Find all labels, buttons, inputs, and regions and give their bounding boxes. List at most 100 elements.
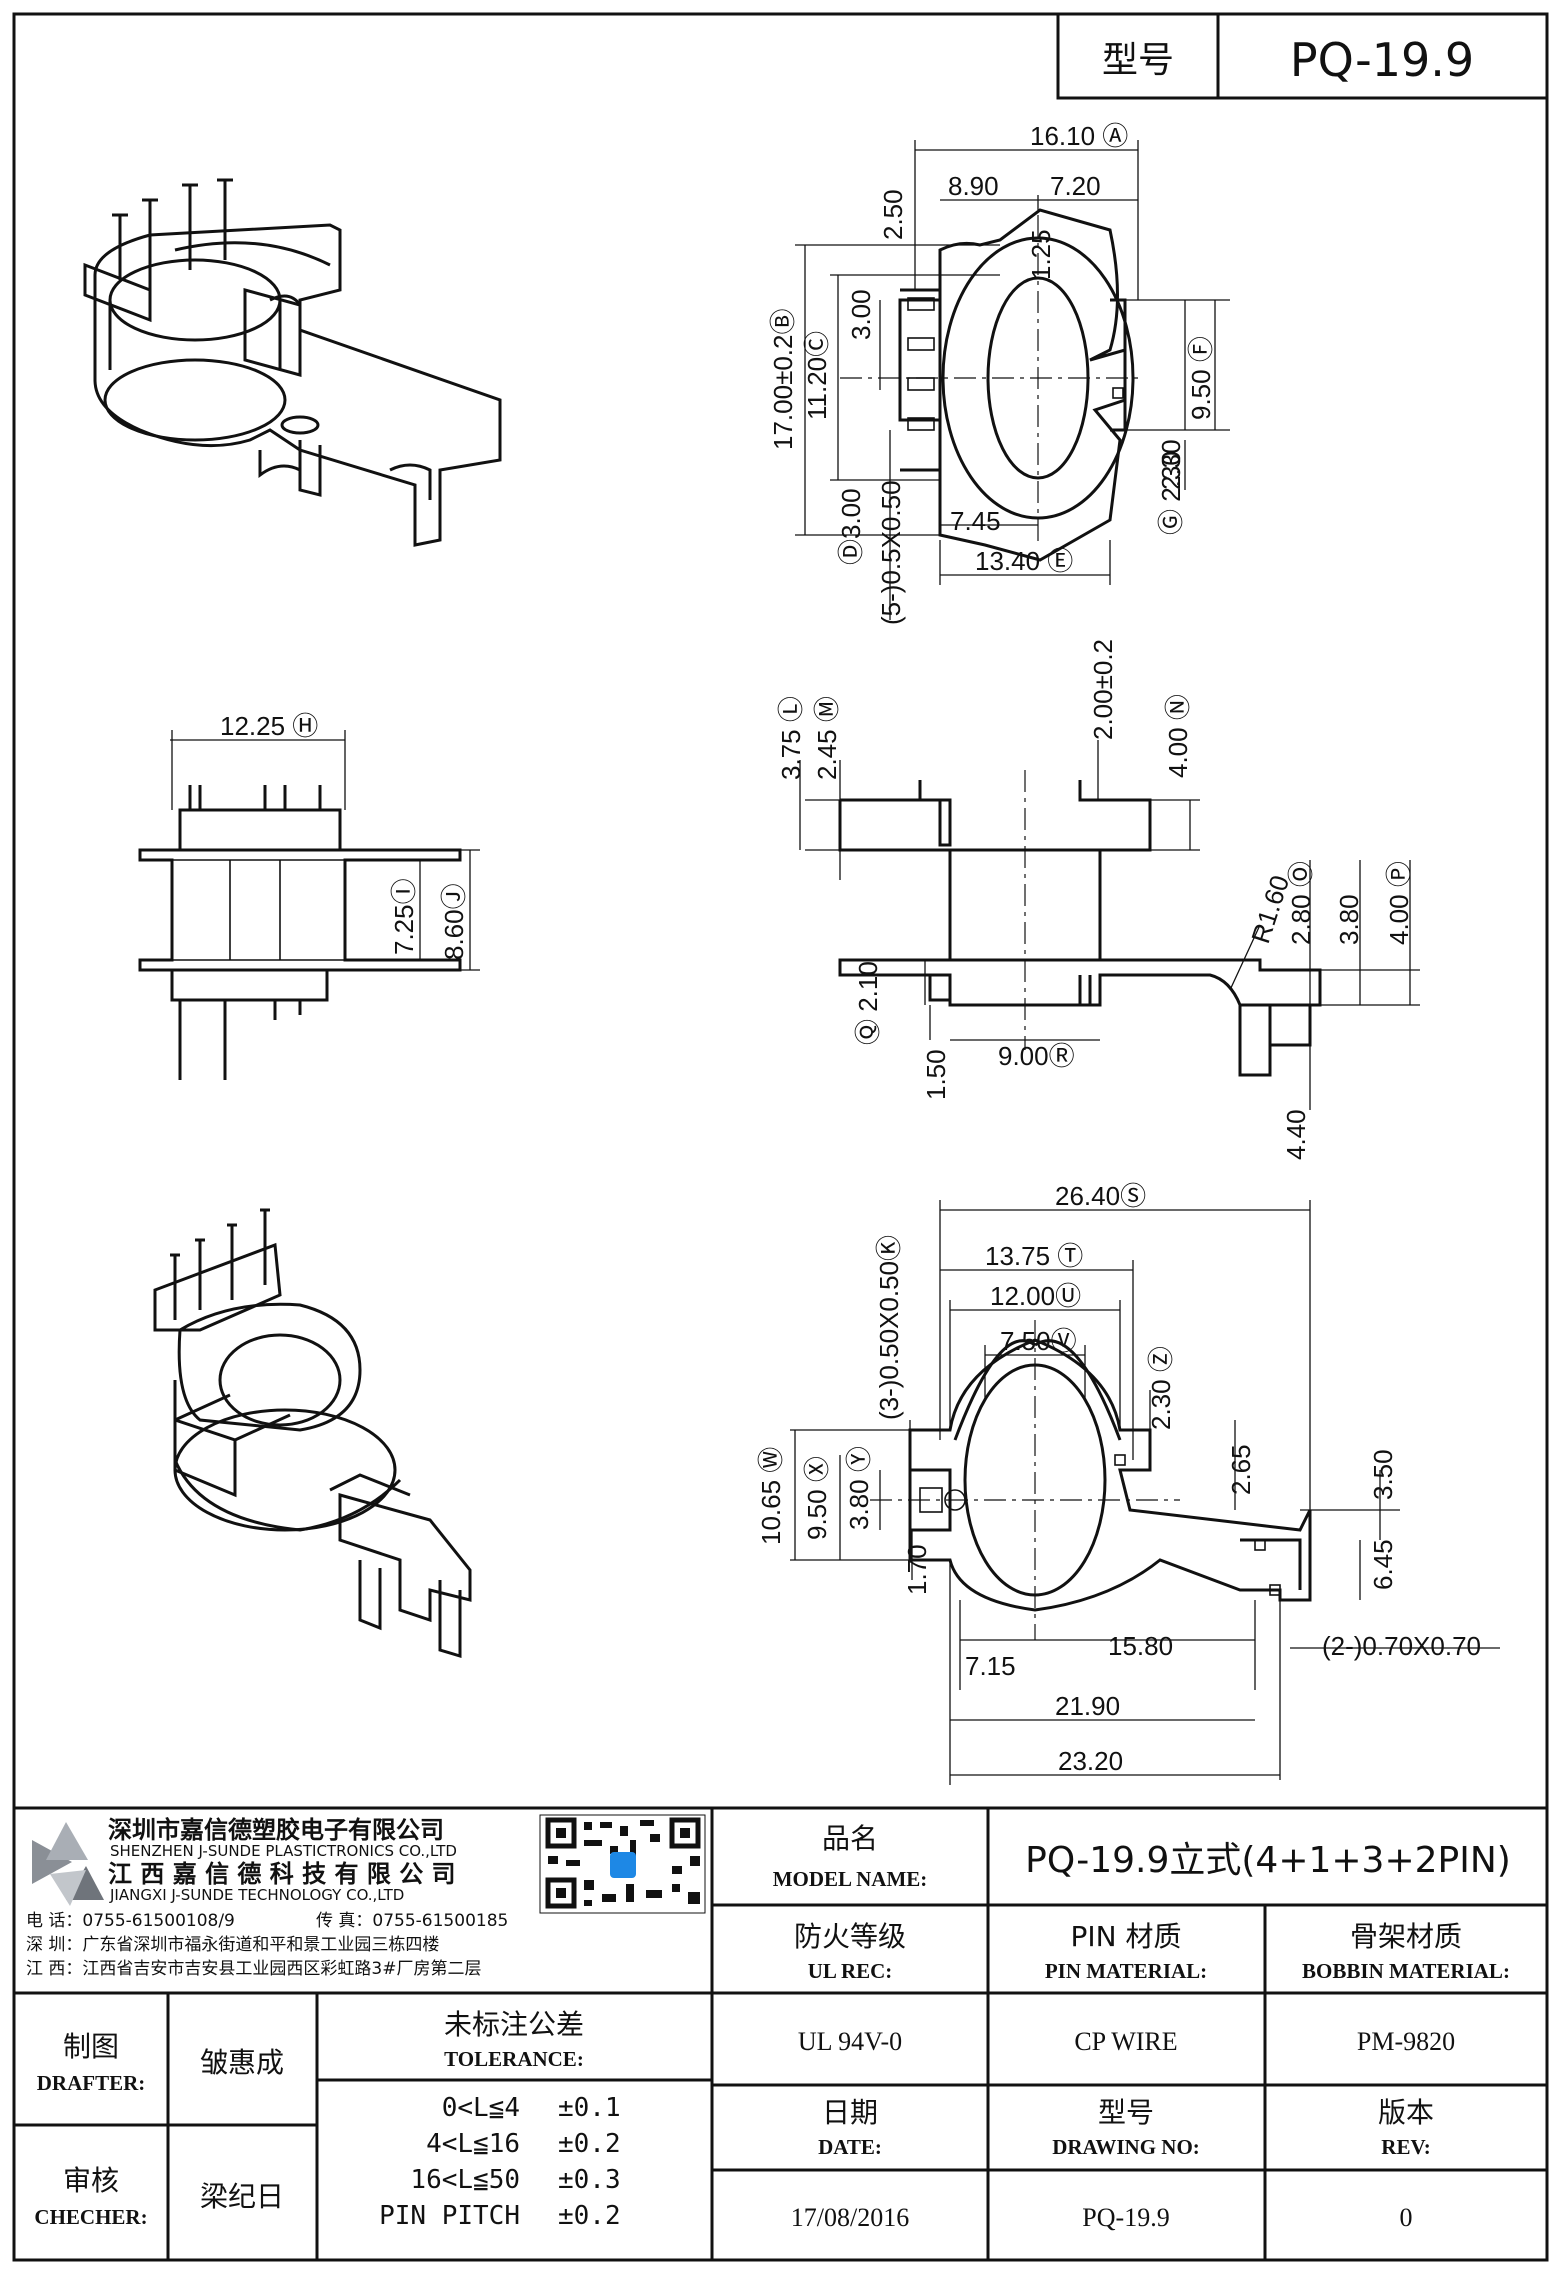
ul-label-cn: 防火等级	[794, 1920, 906, 1953]
dim-8-60: 8.60Ⓙ	[439, 883, 469, 960]
company-name-en: SHENZHEN J-SUNDE PLASTICTRONICS CO.,LTD	[110, 1842, 457, 1860]
sheet-border	[12, 12, 1549, 2262]
tolerance-label-cn: 未标注公差	[444, 2008, 584, 2041]
dim-21-90: 21.90	[1055, 1691, 1120, 1721]
tolerance-range-pin: PIN PITCH	[379, 2201, 520, 2231]
dim-2-30-z: 2.30 Ⓩ	[1146, 1346, 1176, 1430]
ul-value: UL 94V-0	[798, 2027, 902, 2056]
top-view: 16.10 Ⓐ 8.90 7.20 2.50 1.25 17.00±0.2Ⓑ 1…	[768, 121, 1230, 625]
front-view-left: 12.25 Ⓗ 7.25Ⓘ 8.60Ⓙ	[138, 711, 480, 1080]
rev-value: 0	[1400, 2203, 1413, 2232]
dim-1-70: 1.70	[902, 1544, 932, 1595]
iso-view-bottom	[153, 1208, 472, 1659]
dim-pin-size: (5-)0.5X0.50	[876, 480, 906, 625]
iso-view-top	[83, 178, 502, 547]
qr-code	[539, 1814, 706, 1914]
dim-2-30: 2.30	[1156, 439, 1186, 490]
dim-g-2-30: Ⓖ 2.30	[1156, 451, 1186, 535]
dim-12-00: 12.00Ⓤ	[990, 1281, 1081, 1311]
dim-3-50: 3.50	[1368, 1449, 1398, 1500]
dim-pin-2: (2-)0.70X0.70	[1322, 1631, 1481, 1661]
bobbin-material-value: PM-9820	[1357, 2027, 1455, 2056]
title-block: 深圳市嘉信德塑胶电子有限公司 SHENZHEN J-SUNDE PLASTICT…	[14, 1806, 1547, 2260]
dim-2-00: 2.00±0.2	[1088, 639, 1118, 740]
dim-10-65: 10.65 Ⓦ	[756, 1447, 786, 1545]
dim-7-25: 7.25Ⓘ	[389, 878, 419, 955]
dim-9-50-x: 9.50 Ⓧ	[802, 1456, 832, 1540]
dim-26-40: 26.40Ⓢ	[1055, 1181, 1146, 1211]
dim-2-50: 2.50	[878, 189, 908, 240]
dim-7-20: 7.20	[1050, 171, 1101, 201]
tolerance-value-pin: ±0.2	[558, 2201, 621, 2231]
dim-2-65: 2.65	[1226, 1444, 1256, 1495]
tolerance-label-en: TOLERANCE:	[444, 2047, 584, 2071]
dim-3-75: 3.75 Ⓛ	[776, 696, 806, 780]
dim-1-50: 1.50	[921, 1049, 951, 1100]
dim-7-45: 7.45	[950, 506, 1001, 536]
dim-9-00: 9.00Ⓡ	[998, 1041, 1075, 1071]
dim-1-25: 1.25	[1026, 229, 1056, 280]
tolerance-range-1: 0<L≦4	[442, 2093, 520, 2123]
model-name-label-en: MODEL NAME:	[773, 1867, 928, 1891]
dim-4-40: 4.40	[1281, 1109, 1311, 1160]
dim-2-45: 2.45 Ⓜ	[812, 696, 842, 780]
bobbin-material-label-cn: 骨架材质	[1350, 1920, 1462, 1953]
header-model-value: PQ-19.9	[1290, 33, 1474, 87]
drawing-no-value: PQ-19.9	[1082, 2203, 1169, 2232]
dim-4-00-p: 4.00 Ⓟ	[1384, 861, 1414, 945]
pin-material-label-cn: PIN 材质	[1071, 1920, 1182, 1953]
pin-material-value: CP WIRE	[1074, 2027, 1177, 2056]
drawing-no-label-cn: 型号	[1098, 2096, 1154, 2129]
drafter-value: 皱惠成	[200, 2046, 284, 2079]
header-model-label: 型号	[1102, 40, 1174, 81]
company2-name-cn: 江 西 嘉 信 德 科 技 有 限 公 司	[108, 1860, 456, 1888]
company-fax: 传 真：0755-61500185	[316, 1911, 508, 1931]
dim-13-75: 13.75 Ⓣ	[985, 1241, 1083, 1271]
model-name-value: PQ-19.9立式(4+1+3+2PIN)	[1025, 1840, 1511, 1881]
pin-material-label-en: PIN MATERIAL:	[1045, 1959, 1207, 1983]
dim-2-80: 2.80 Ⓞ	[1286, 861, 1316, 945]
drawing-no-label-en: DRAWING NO:	[1052, 2135, 1200, 2159]
dim-d-3-00: Ⓓ3.00	[836, 488, 866, 565]
dim-9-50: 9.50 Ⓕ	[1186, 336, 1216, 420]
rev-label-en: REV:	[1381, 2135, 1430, 2159]
company-phone: 电 话：0755-61500108/9	[26, 1911, 235, 1931]
checker-value: 梁纪日	[200, 2180, 284, 2213]
tolerance-value-2: ±0.2	[558, 2129, 621, 2159]
tolerance-value-3: ±0.3	[558, 2165, 621, 2195]
side-view: 3.75 Ⓛ 2.45 Ⓜ 2.00±0.2 4.00 Ⓝ 2.80 Ⓞ 3.8…	[776, 639, 1420, 1160]
dim-7-15: 7.15	[965, 1651, 1016, 1681]
drafter-label-en: DRAFTER:	[37, 2071, 146, 2095]
dim-8-90: 8.90	[948, 171, 999, 201]
dim-16-10: 16.10 Ⓐ	[1030, 121, 1128, 151]
dim-15-80: 15.80	[1108, 1631, 1173, 1661]
checker-label-en: CHECHER:	[34, 2205, 147, 2229]
dim-12-25: 12.25 Ⓗ	[220, 711, 318, 741]
dim-7-50: 7.50Ⓥ	[1000, 1326, 1077, 1356]
dim-2-10: Ⓠ 2.10	[853, 961, 883, 1045]
dim-3-00: 3.00	[846, 289, 876, 340]
checker-label-cn: 审核	[63, 2164, 119, 2197]
tolerance-range-2: 4<L≦16	[426, 2129, 520, 2159]
dim-3-80-y: 3.80 Ⓨ	[844, 1446, 874, 1530]
tolerance-value-1: ±0.1	[558, 2093, 621, 2123]
company2-name-en: JIANGXI J-SUNDE TECHNOLOGY CO.,LTD	[109, 1886, 404, 1904]
date-label-cn: 日期	[822, 2096, 878, 2129]
dim-4-00-n: 4.00 Ⓝ	[1163, 694, 1193, 778]
dim-6-45: 6.45	[1368, 1539, 1398, 1590]
dim-11-20: 11.20Ⓒ	[802, 331, 832, 420]
drafter-label-cn: 制图	[63, 2030, 119, 2063]
dim-3-80: 3.80	[1334, 894, 1364, 945]
rev-label-cn: 版本	[1378, 2096, 1434, 2129]
model-name-label-cn: 品名	[822, 1822, 878, 1855]
header-model-box: 型号 PQ-19.9	[1056, 12, 1549, 100]
company-logo	[32, 1822, 104, 1906]
tolerance-range-3: 16<L≦50	[410, 2165, 520, 2195]
dim-17-00: 17.00±0.2Ⓑ	[768, 309, 798, 450]
company-name-cn: 深圳市嘉信德塑胶电子有限公司	[108, 1816, 444, 1844]
bottom-view: 26.40Ⓢ 13.75 Ⓣ 12.00Ⓤ 7.50Ⓥ (3-)0.50X0.5…	[756, 1181, 1500, 1785]
ul-label-en: UL REC:	[808, 1959, 893, 1983]
date-value: 17/08/2016	[791, 2203, 909, 2232]
